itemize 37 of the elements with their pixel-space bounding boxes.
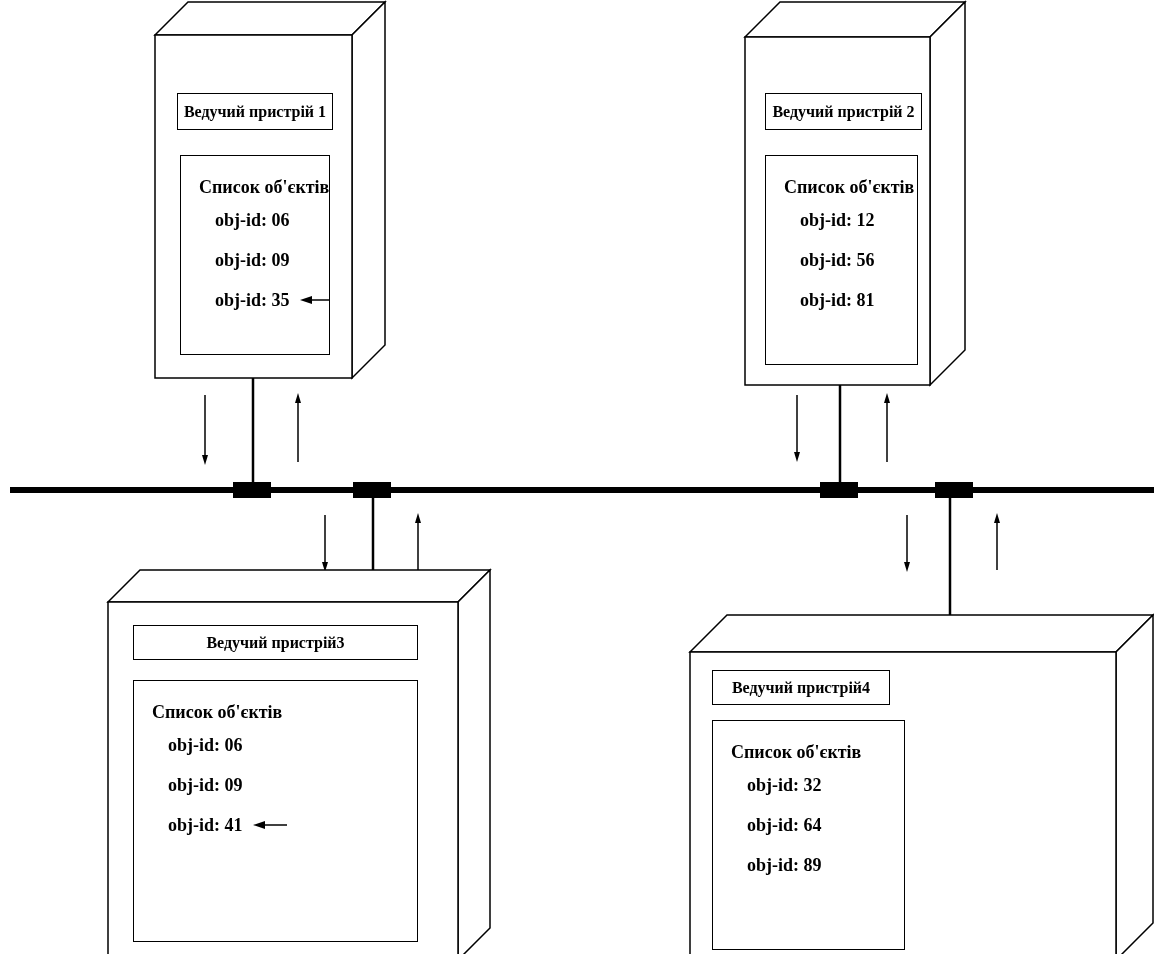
device-title: Ведучий пристрій 2 — [772, 102, 915, 121]
cabinet-drawing — [108, 570, 490, 954]
list-heading: Список об'єктів — [152, 701, 283, 724]
device-title: Ведучий пристрій4 — [731, 678, 871, 697]
cabinet-drawing — [745, 2, 965, 385]
list-heading: Список об'єктів — [731, 741, 862, 764]
title-box — [177, 93, 333, 130]
bus-line — [10, 482, 1154, 498]
list-item: obj-id: 89 — [747, 854, 822, 876]
list-item: obj-id: 35 — [215, 289, 290, 311]
list-box — [133, 680, 418, 942]
list-heading: Список об'єктів — [784, 176, 915, 199]
connector-line — [838, 385, 842, 482]
connector-line — [251, 378, 255, 482]
list-item: obj-id: 41 — [168, 814, 243, 836]
list-item: obj-id: 81 — [800, 289, 875, 311]
title-box — [133, 625, 418, 660]
list-item: obj-id: 32 — [747, 774, 822, 796]
device-title: Ведучий пристрій 1 — [183, 102, 327, 121]
connector-line — [948, 498, 952, 615]
list-item: obj-id: 56 — [800, 249, 875, 271]
list-item: obj-id: 06 — [168, 734, 243, 756]
list-item: obj-id: 09 — [215, 249, 290, 271]
cabinet-drawing — [155, 2, 385, 378]
connector-line — [371, 498, 375, 570]
list-item: obj-id: 09 — [168, 774, 243, 796]
list-heading: Список об'єктів — [199, 176, 330, 199]
list-box — [765, 155, 918, 365]
list-item: obj-id: 64 — [747, 814, 822, 836]
cabinet-drawing — [690, 615, 1153, 954]
title-box — [765, 93, 922, 130]
list-box — [180, 155, 330, 355]
list-item: obj-id: 06 — [215, 209, 290, 231]
list-item: obj-id: 12 — [800, 209, 875, 231]
list-box — [712, 720, 905, 950]
title-box — [712, 670, 890, 705]
device-title: Ведучий пристрій3 — [206, 633, 345, 652]
